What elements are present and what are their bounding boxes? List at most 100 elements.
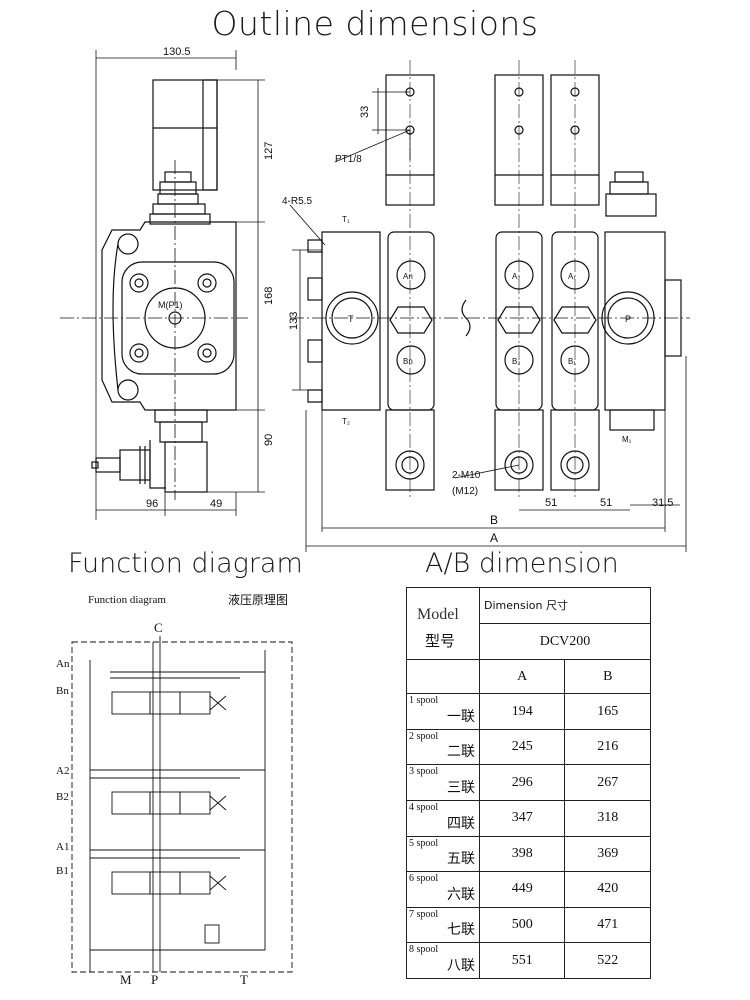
spool-label-cn: 八联 bbox=[447, 958, 475, 974]
spool-label-cn: 四联 bbox=[447, 815, 475, 832]
value-a: 500 bbox=[478, 906, 566, 944]
dim-31-5: 31.5 bbox=[652, 497, 673, 509]
dimension-cn: 尺寸 bbox=[545, 599, 568, 613]
value-b: 471 bbox=[564, 906, 651, 944]
label-An: An bbox=[403, 272, 413, 281]
spool-cell: 4 spool 四联 bbox=[406, 800, 480, 837]
col-b-header: B bbox=[564, 659, 651, 695]
spool-label-cn: 六联 bbox=[447, 886, 475, 903]
value-a: 551 bbox=[478, 942, 566, 979]
value-b: 165 bbox=[564, 693, 651, 730]
dim-51-a: 51 bbox=[545, 497, 557, 509]
label-P: P bbox=[625, 314, 631, 324]
outline-drawing bbox=[60, 50, 690, 552]
outline-labels: 130.5 127 168 90 96 49 33 133 51 51 31.5… bbox=[146, 46, 673, 545]
model-cell: Model 型号 bbox=[406, 586, 480, 661]
port-P: P bbox=[151, 972, 158, 987]
value-b: 369 bbox=[564, 835, 651, 873]
side-view bbox=[60, 79, 248, 500]
spool-label-cn: 五联 bbox=[447, 851, 475, 868]
spool-cell: 8 spool 八联 bbox=[406, 942, 480, 979]
value-b: 522 bbox=[564, 942, 651, 979]
label-A1: A₁ bbox=[568, 272, 576, 281]
dim-51-b: 51 bbox=[600, 497, 612, 509]
port-C: C bbox=[154, 620, 163, 635]
value-b: 267 bbox=[564, 764, 651, 801]
spool-label: 4 spool bbox=[409, 802, 439, 813]
label-M1: M₁ bbox=[622, 435, 632, 444]
value-b: 420 bbox=[564, 871, 651, 908]
function-heading: Function diagram bbox=[68, 548, 303, 579]
port-B1: B1 bbox=[56, 865, 69, 877]
function-caption-cn: 液压原理图 bbox=[228, 592, 288, 607]
spool-label: 5 spool bbox=[409, 837, 439, 849]
value-a: 347 bbox=[478, 800, 566, 837]
front-view bbox=[290, 60, 690, 500]
label-m10: 2-M10 bbox=[452, 470, 481, 481]
dim-133: 133 bbox=[288, 312, 300, 330]
dim-33: 33 bbox=[359, 106, 371, 118]
col-a-header: A bbox=[478, 659, 566, 695]
spool-cell: 6 spool 六联 bbox=[406, 871, 480, 908]
dim-A: A bbox=[490, 531, 498, 545]
value-a: 194 bbox=[478, 693, 566, 730]
value-a: 296 bbox=[478, 764, 566, 801]
port-T: T bbox=[240, 972, 248, 987]
spool-cell: 5 spool 五联 bbox=[406, 835, 480, 873]
function-caption-en: Function diagram bbox=[88, 594, 166, 606]
port-An: An bbox=[56, 658, 70, 670]
value-a: 245 bbox=[478, 728, 566, 766]
blank-cell bbox=[406, 659, 480, 695]
dim-168: 168 bbox=[263, 287, 275, 305]
dimension-en: Dimension bbox=[484, 599, 543, 613]
port-A2: A2 bbox=[56, 765, 69, 777]
dimension-header: Dimension 尺寸 bbox=[479, 586, 651, 625]
dim-49: 49 bbox=[210, 498, 222, 510]
value-b: 216 bbox=[564, 728, 651, 766]
dim-B: B bbox=[490, 513, 498, 527]
port-B2: B2 bbox=[56, 791, 69, 803]
model-name: DCV200 bbox=[479, 623, 651, 661]
spool-cell: 7 spool 七联 bbox=[406, 906, 480, 944]
dim-90: 90 bbox=[263, 434, 275, 446]
dim-96: 96 bbox=[146, 498, 158, 510]
label-B1: B₁ bbox=[568, 357, 576, 366]
front-dimensions bbox=[289, 88, 687, 552]
label-pt: PT1/8 bbox=[335, 154, 362, 165]
spool-label-cn: 一联 bbox=[447, 708, 475, 725]
spool-label: 6 spool bbox=[409, 873, 439, 885]
ab-dimension-table: Model 型号 Dimension 尺寸 DCV200 A B 1 spool… bbox=[406, 586, 651, 979]
label-B2: B₂ bbox=[512, 357, 520, 366]
value-a: 398 bbox=[478, 835, 566, 873]
label-A2: A₂ bbox=[512, 272, 520, 281]
label-T1: T₁ bbox=[342, 215, 350, 224]
spool-group bbox=[90, 671, 265, 951]
spool-label: 7 spool bbox=[409, 908, 439, 920]
model-cn: 型号 bbox=[425, 632, 456, 650]
value-a: 449 bbox=[478, 871, 566, 908]
label-r: 4-R5.5 bbox=[282, 196, 312, 207]
spool-label-cn: 三联 bbox=[447, 780, 475, 796]
dim-130-5: 130.5 bbox=[163, 46, 191, 58]
spool-label-cn: 七联 bbox=[447, 922, 475, 939]
model-en: Model bbox=[417, 606, 459, 623]
port-A1: A1 bbox=[56, 841, 69, 853]
spool-label: 2 spool bbox=[409, 730, 439, 742]
side-dimensions bbox=[95, 50, 265, 520]
outline-heading: Outline dimensions bbox=[211, 4, 539, 43]
spool-label: 1 spool bbox=[409, 695, 439, 707]
label-T2: T₂ bbox=[342, 417, 350, 426]
ab-heading: A/B dimension bbox=[425, 548, 619, 579]
dim-127: 127 bbox=[263, 142, 275, 160]
port-Bn: Bn bbox=[56, 685, 69, 697]
spool-label: 8 spool bbox=[409, 944, 439, 956]
